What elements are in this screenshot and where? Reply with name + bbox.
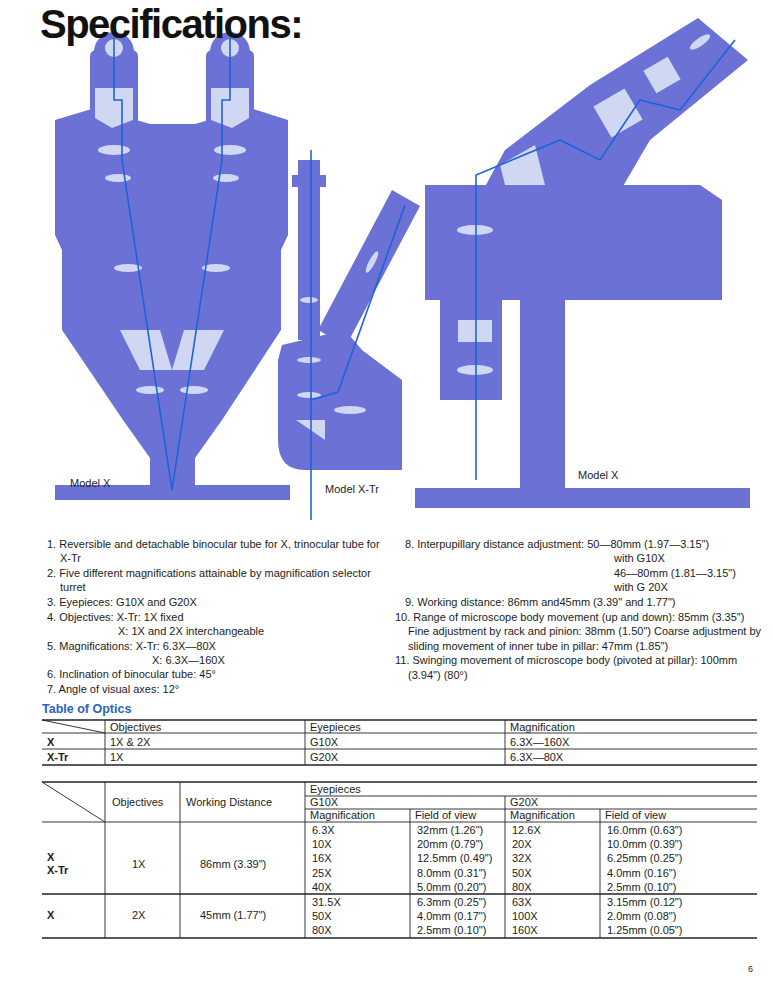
model-x-tr-light-path xyxy=(311,150,405,520)
table-row-label: X xyxy=(47,908,54,922)
table-cell: 16X xyxy=(312,851,332,865)
spec-item: X: 6.3X—160X xyxy=(152,653,225,667)
spec-item: 5. Magnifications: X-Tr: 6.3X—80X xyxy=(47,639,216,653)
spec-item: X: 1X and 2X interchangeable xyxy=(118,624,264,638)
table-cell: 32mm (1.26") xyxy=(417,823,483,837)
table-cell: 80X xyxy=(312,923,332,937)
table-cell: 2.0mm (0.08") xyxy=(607,909,676,923)
table-cell: Magnification xyxy=(310,808,375,822)
table-row-label: X xyxy=(47,735,54,749)
table-cell: 6.3X xyxy=(312,823,335,837)
table-cell: 6.3mm (0.25") xyxy=(417,895,486,909)
table-cell: 50X xyxy=(512,866,532,880)
spec-item: 2. Five different magnifications attaina… xyxy=(47,566,390,595)
spec-item: 3. Eyepieces: G10X and G20X xyxy=(47,595,197,609)
table-row-label: X-Tr xyxy=(47,750,68,764)
figure-label: Model X-Tr xyxy=(325,482,379,496)
spec-item: with G 20X xyxy=(614,580,668,594)
model-x-front-optics xyxy=(95,39,249,394)
table-cell: 8.0mm (0.31") xyxy=(417,866,486,880)
table-rules xyxy=(42,720,757,938)
table-cell: Working Distance xyxy=(186,795,272,809)
spec-item: 1. Reversible and detachable binocular t… xyxy=(47,537,390,566)
table-cell: 31.5X xyxy=(312,895,341,909)
table-cell: 10.0mm (0.39") xyxy=(607,837,682,851)
table-cell: 32X xyxy=(512,851,532,865)
spec-item: with G10X xyxy=(614,551,665,565)
table-cell: 12.5mm (0.49") xyxy=(417,851,492,865)
model-x-light-path xyxy=(114,38,230,490)
table-cell: 4.0mm (0.16") xyxy=(607,866,676,880)
spec-item: 46—80mm (1.81—3.15") xyxy=(614,566,736,580)
spec-item: 4. Objectives: X-Tr: 1X fixed xyxy=(47,610,184,624)
table-cell: Field of view xyxy=(415,808,476,822)
model-x-tr-side xyxy=(278,160,420,470)
table-cell: 86mm (3.39") xyxy=(200,857,266,871)
table-cell: 20X xyxy=(512,837,532,851)
table-cell: 4.0mm (0.17") xyxy=(417,909,486,923)
spec-item: 7. Angle of visual axes: 12° xyxy=(47,682,179,696)
table-cell: 10X xyxy=(312,837,332,851)
table-cell: 6.25mm (0.25") xyxy=(607,851,682,865)
model-x-side-optics xyxy=(457,32,712,375)
table-cell: G20X xyxy=(510,795,538,809)
model-x-side-light-path xyxy=(476,40,735,480)
table-cell: Magnification xyxy=(510,720,575,734)
table-cell: 25X xyxy=(312,866,332,880)
figure-label: Model X xyxy=(70,476,110,490)
table-cell: 6.3X—160X xyxy=(510,735,569,749)
section-heading: Table of Optics xyxy=(42,702,131,716)
table-cell: G10X xyxy=(310,795,338,809)
table-cell: 160X xyxy=(512,923,538,937)
table-cell: Objectives xyxy=(110,720,161,734)
table-cell: 2X xyxy=(132,908,145,922)
table-cell: 40X xyxy=(312,880,332,894)
table-cell: Field of view xyxy=(605,808,666,822)
page-number: 6 xyxy=(748,962,753,976)
spec-item: 11. Swinging movement of microscope body… xyxy=(395,653,768,682)
table-cell: 3.15mm (0.12") xyxy=(607,895,682,909)
table-cell: Eyepieces xyxy=(310,782,361,796)
figure-label: Model X xyxy=(578,468,618,482)
table-cell: 50X xyxy=(312,909,332,923)
table-cell: Eyepieces xyxy=(310,720,361,734)
table-cell: 45mm (1.77") xyxy=(200,908,266,922)
table-cell: G10X xyxy=(310,735,338,749)
table-cell: 12.6X xyxy=(512,823,541,837)
model-x-side xyxy=(415,18,750,508)
table-row-label: X xyxy=(47,850,54,864)
table-cell: 2.5mm (0.10") xyxy=(417,923,486,937)
table-cell: 20mm (0.79") xyxy=(417,837,483,851)
table-cell: Magnification xyxy=(510,808,575,822)
page-title: Specifications: xyxy=(40,2,302,47)
spec-item: 10. Range of microscope body movement (u… xyxy=(395,610,768,653)
table-row-label: X-Tr xyxy=(47,863,68,877)
table-cell: 100X xyxy=(512,909,538,923)
table-cell: 1X & 2X xyxy=(110,735,150,749)
table-cell: 1X xyxy=(110,750,123,764)
model-x-front xyxy=(55,32,290,500)
table-cell: 16.0mm (0.63") xyxy=(607,823,682,837)
table-cell: 5.0mm (0.20") xyxy=(417,880,486,894)
table-cell: Objectives xyxy=(112,795,163,809)
spec-item: 6. Inclination of binocular tube: 45° xyxy=(47,667,216,681)
table-cell: 6.3X—80X xyxy=(510,750,563,764)
table-cell: 63X xyxy=(512,895,532,909)
table-cell: 2.5mm (0.10") xyxy=(607,880,676,894)
table-cell: 1X xyxy=(132,857,145,871)
table-cell: 1.25mm (0.05") xyxy=(607,923,682,937)
table-cell: G20X xyxy=(310,750,338,764)
spec-item: 8. Interpupillary distance adjustment: 5… xyxy=(405,537,709,551)
model-x-tr-optics xyxy=(296,250,380,440)
table-cell: 80X xyxy=(512,880,532,894)
spec-item: 9. Working distance: 86mm and45mm (3.39"… xyxy=(405,595,676,609)
